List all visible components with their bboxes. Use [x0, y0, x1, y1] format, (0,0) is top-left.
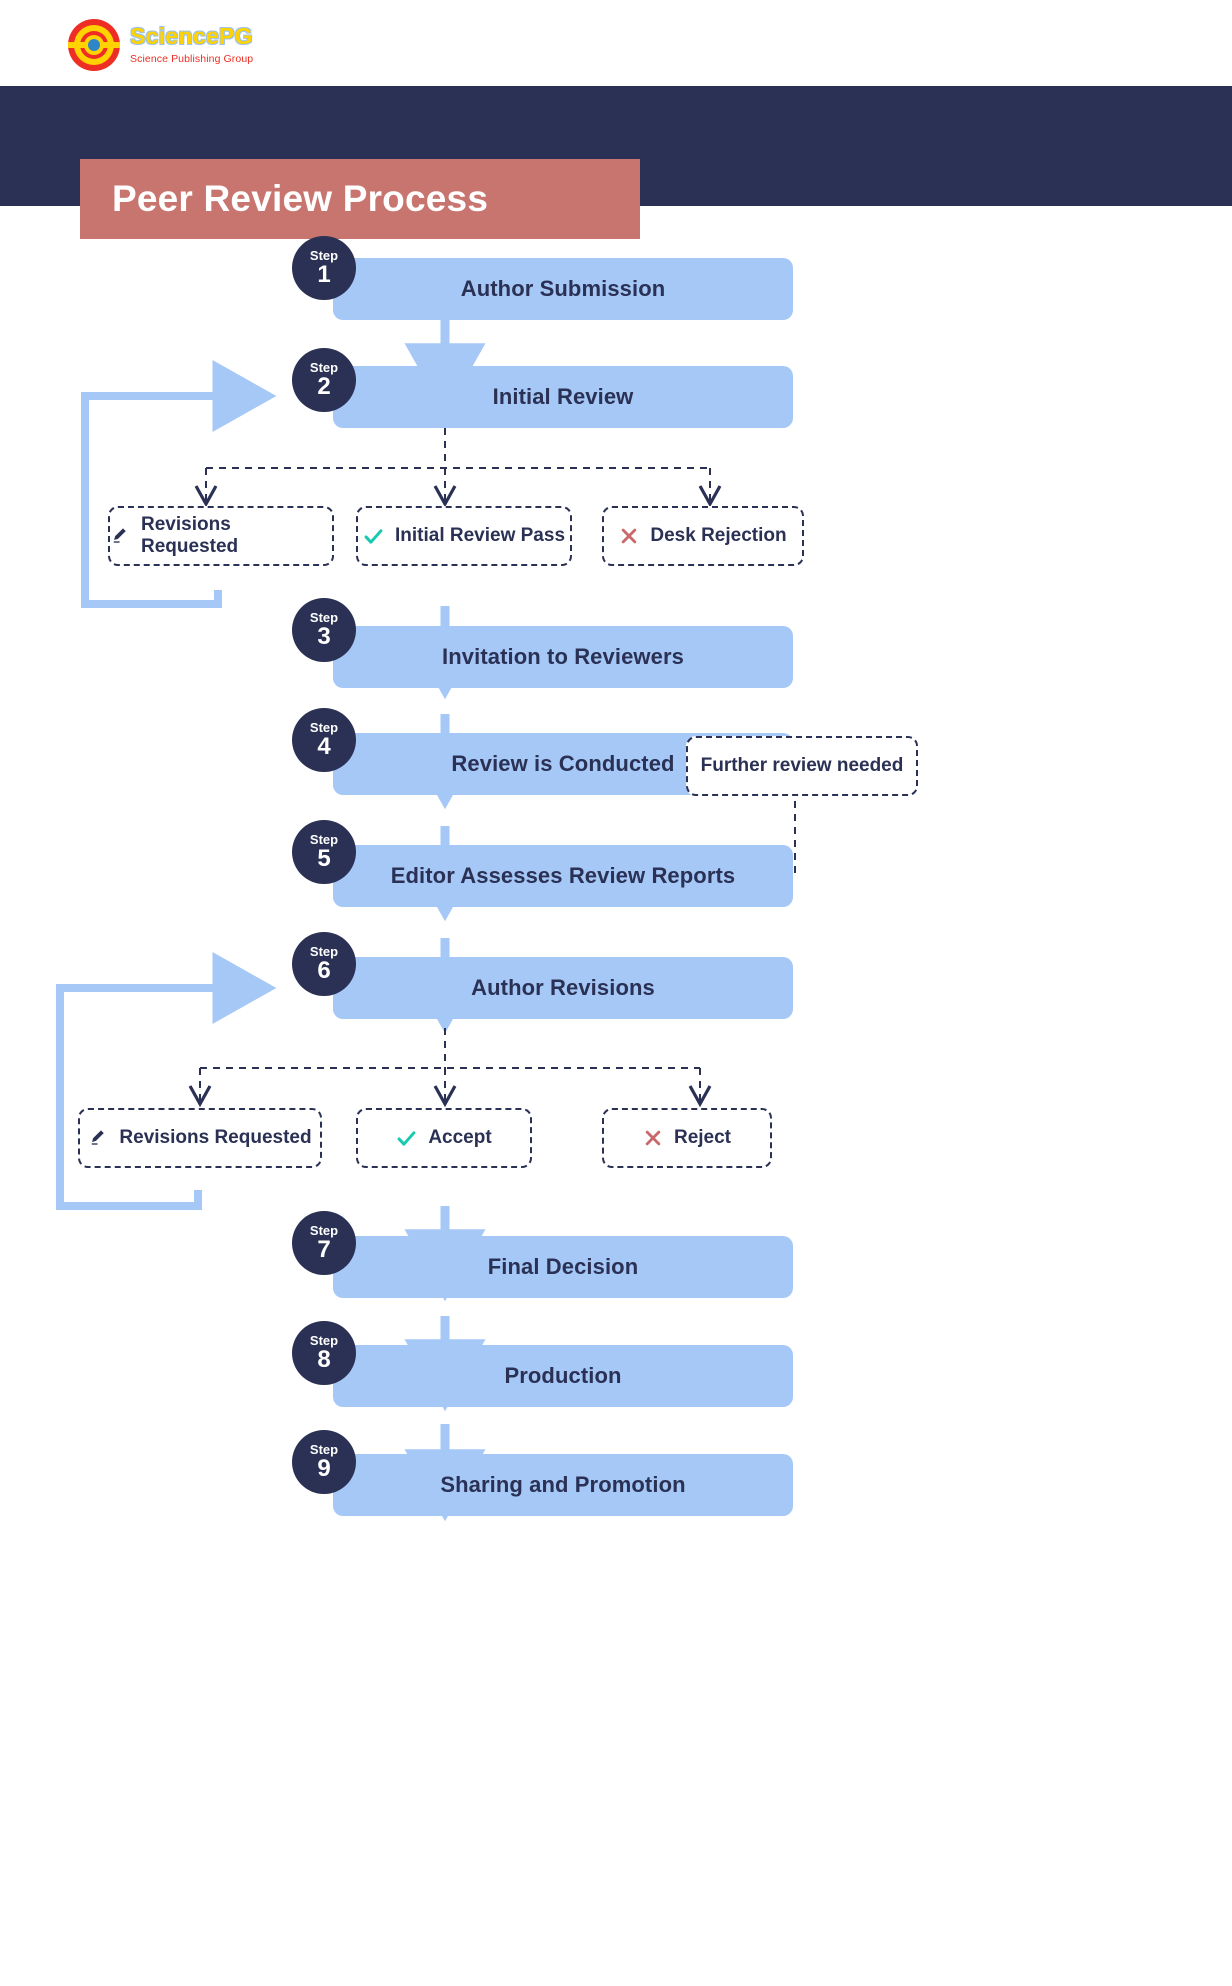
step-badge-5-caption: Step — [309, 831, 339, 847]
step-badge-2-number: 2 — [317, 373, 331, 401]
step-badge-4-caption: Step — [309, 719, 339, 735]
step-badge-9: Step 9 — [292, 1430, 356, 1494]
logo-bar: SciencePG Science Publishing Group — [0, 0, 1232, 86]
decision-revisions-requested-2[interactable]: Revisions Requested — [78, 1108, 322, 1168]
step-badge-7-number: 7 — [317, 1236, 331, 1264]
decision-accept[interactable]: Accept — [356, 1108, 532, 1168]
step-badge-9-caption: Step — [309, 1441, 339, 1457]
pencil-icon — [88, 1128, 108, 1148]
decision-reject[interactable]: Reject — [602, 1108, 772, 1168]
step-badge-5: Step 5 — [292, 820, 356, 884]
brand-tagline: Science Publishing Group — [130, 53, 254, 65]
step-box-3[interactable]: Invitation to Reviewers — [333, 626, 793, 688]
step-badge-3-number: 3 — [317, 623, 331, 651]
step-badge-1: Step 1 — [292, 236, 356, 300]
step-badge-6-caption: Step — [309, 943, 339, 959]
step-box-2[interactable]: Initial Review — [333, 366, 793, 428]
page-title: Peer Review Process — [112, 178, 489, 219]
check-icon — [363, 526, 384, 547]
step-badge-2-caption: Step — [309, 359, 339, 375]
step-box-6[interactable]: Author Revisions — [333, 957, 793, 1019]
step-box-9[interactable]: Sharing and Promotion — [333, 1454, 793, 1516]
decision-accept-label: Accept — [428, 1127, 492, 1148]
step-badge-6-number: 6 — [317, 957, 331, 985]
step-box-1[interactable]: Author Submission — [333, 258, 793, 320]
note-further-review-needed-label: Further review needed — [700, 755, 904, 776]
step-badge-4: Step 4 — [292, 708, 356, 772]
step-box-7-label: Final Decision — [487, 1254, 639, 1279]
step-badge-3-caption: Step — [309, 609, 339, 625]
step-box-9-label: Sharing and Promotion — [440, 1472, 686, 1497]
decision-revisions-requested-1-label: Revisions Requested — [141, 514, 239, 557]
step-box-8[interactable]: Production — [333, 1345, 793, 1407]
step-badge-1-caption: Step — [309, 247, 339, 263]
decision-initial-review-pass-label: Initial Review Pass — [394, 525, 566, 546]
decision-desk-rejection[interactable]: Desk Rejection — [602, 506, 804, 566]
step-badge-8-caption: Step — [309, 1332, 339, 1348]
step-box-8-label: Production — [504, 1363, 622, 1388]
brand-logo[interactable]: SciencePG Science Publishing Group — [68, 17, 308, 73]
cross-icon — [643, 1128, 663, 1148]
step-badge-8: Step 8 — [292, 1321, 356, 1385]
brand-name: SciencePG — [130, 23, 253, 49]
note-further-review-needed[interactable]: Further review needed — [686, 736, 918, 796]
step-box-3-label: Invitation to Reviewers — [442, 644, 684, 669]
check-icon — [396, 1128, 417, 1149]
step-badge-9-number: 9 — [317, 1455, 331, 1483]
cross-icon — [619, 526, 639, 546]
pencil-icon — [110, 526, 130, 546]
step-box-1-label: Author Submission — [460, 276, 666, 301]
decision-initial-review-pass[interactable]: Initial Review Pass — [356, 506, 572, 566]
step-box-7[interactable]: Final Decision — [333, 1236, 793, 1298]
step-badge-6: Step 6 — [292, 932, 356, 996]
page-title-banner: Peer Review Process — [80, 159, 640, 239]
decision-reject-label: Reject — [673, 1127, 732, 1148]
step-badge-5-number: 5 — [317, 845, 331, 873]
step-badge-3: Step 3 — [292, 598, 356, 662]
decision-desk-rejection-label: Desk Rejection — [650, 525, 787, 546]
step-badge-8-number: 8 — [317, 1346, 331, 1374]
step-badge-2: Step 2 — [292, 348, 356, 412]
step-box-4-label: Review is Conducted — [451, 751, 675, 776]
step-badge-1-number: 1 — [317, 261, 331, 289]
brand-logo-text: SciencePG Science Publishing Group — [130, 23, 254, 66]
flowchart-connectors — [56, 320, 796, 1522]
step-badge-7-caption: Step — [309, 1222, 339, 1238]
decision-revisions-requested-1[interactable]: Revisions Requested — [108, 506, 334, 566]
step-box-5[interactable]: Editor Assesses Review Reports — [333, 845, 793, 907]
peer-review-flowchart: Author Submission Step 1 Initial Review … — [0, 206, 1232, 1986]
step-box-5-label: Editor Assesses Review Reports — [390, 863, 736, 888]
sciencepg-circle-logo-icon — [68, 19, 120, 71]
step-badge-7: Step 7 — [292, 1211, 356, 1275]
decision-revisions-requested-2-label: Revisions Requested — [119, 1127, 312, 1148]
step-badge-4-number: 4 — [317, 733, 331, 761]
step-box-2-label: Initial Review — [492, 384, 634, 409]
step-box-6-label: Author Revisions — [471, 975, 655, 1000]
